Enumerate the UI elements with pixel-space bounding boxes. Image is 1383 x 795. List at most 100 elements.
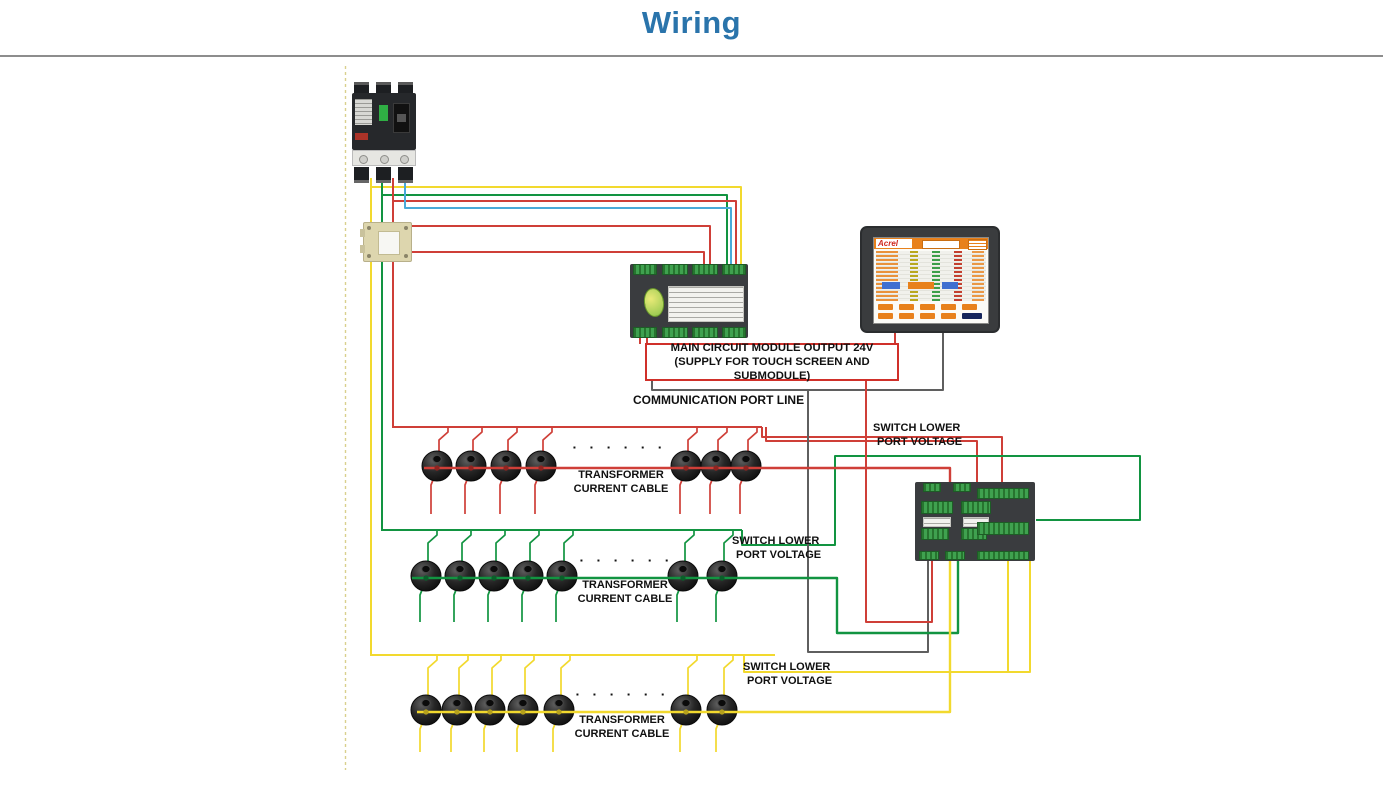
switch-lower-port-voltage-label-1: SWITCH LOWER PORT VOLTAGE bbox=[873, 422, 963, 448]
ct-drop-wire bbox=[507, 427, 518, 453]
wire-phase-b-green bbox=[381, 178, 728, 266]
submodule bbox=[915, 482, 1035, 561]
breaker-body bbox=[352, 93, 416, 150]
ct-drop-wire bbox=[684, 530, 695, 563]
wire-comm-module-to-screen bbox=[651, 333, 944, 391]
terminal-block bbox=[945, 551, 965, 560]
ct-drop-wire bbox=[723, 655, 734, 697]
ct-drop-wire bbox=[687, 427, 698, 453]
screen-header-bar: Acrel bbox=[874, 238, 988, 250]
breaker-terminal bbox=[376, 167, 391, 183]
breaker-terminal bbox=[354, 167, 369, 183]
continuation-dots: ▪ ▪ ▪ ▪ ▪ ▪ bbox=[580, 556, 675, 565]
breaker-rating-label bbox=[355, 133, 368, 140]
ct-drop-wire bbox=[472, 427, 483, 453]
wire-junction bbox=[743, 465, 749, 471]
ct-drop-wire bbox=[747, 427, 758, 453]
breaker-terminal bbox=[398, 167, 413, 183]
terminal-block bbox=[977, 522, 1029, 535]
wire-junction bbox=[683, 465, 689, 471]
circuit-breaker bbox=[352, 82, 416, 183]
ct-drop-wire bbox=[717, 427, 728, 453]
wire-junction bbox=[559, 575, 565, 581]
screen-buttons bbox=[878, 313, 986, 319]
wire-red-sense-row1-b bbox=[765, 427, 978, 482]
wire-junction bbox=[491, 575, 497, 581]
ct-drop-wire bbox=[529, 530, 540, 563]
terminal-block bbox=[633, 327, 657, 338]
screen-highlight-row bbox=[876, 282, 986, 289]
ct-ring-hole bbox=[536, 454, 546, 464]
wire-junction bbox=[520, 709, 526, 715]
ct-ring-hole bbox=[466, 454, 476, 464]
submodule-label bbox=[923, 517, 951, 527]
ct-ring-hole bbox=[554, 698, 564, 708]
ct-through-line-red bbox=[424, 466, 952, 482]
wire-junction bbox=[487, 709, 493, 715]
ct-drop-wire bbox=[723, 530, 734, 563]
breaker-nameplate bbox=[355, 99, 372, 125]
ct-through-line-green bbox=[412, 561, 960, 635]
transformer-current-cable-label-1: TRANSFORMER CURRENT CABLE bbox=[573, 469, 669, 495]
terminal-block bbox=[953, 483, 971, 492]
touch-screen: Acrel bbox=[860, 226, 1000, 333]
breaker-toggle bbox=[393, 103, 410, 133]
output-24v-line1: MAIN CIRCUIT MODULE OUTPUT 24V bbox=[670, 342, 874, 354]
wire-junction bbox=[423, 575, 429, 581]
ct-ring-hole bbox=[452, 698, 462, 708]
terminal-block bbox=[977, 551, 1029, 560]
transformer-current-cable-label-2: TRANSFORMER CURRENT CABLE bbox=[577, 579, 673, 605]
terminal-block bbox=[961, 501, 991, 514]
ct-ring-hole bbox=[455, 564, 465, 574]
ct-drop-wire bbox=[461, 530, 472, 563]
switch-lower-port-voltage-label-3: SWITCH LOWER PORT VOLTAGE bbox=[743, 661, 833, 687]
ct-ring-hole bbox=[501, 454, 511, 464]
ct-window bbox=[378, 231, 400, 255]
wire-junction bbox=[719, 709, 725, 715]
wire-supply-24v-to-submodule bbox=[865, 377, 933, 623]
wire-junction bbox=[538, 465, 544, 471]
main-circuit-module bbox=[630, 264, 748, 338]
ct-ring-hole bbox=[523, 564, 533, 574]
terminal-block bbox=[662, 264, 688, 275]
terminal-block bbox=[919, 551, 939, 560]
wire-junction bbox=[468, 465, 474, 471]
ct-ring-hole bbox=[489, 564, 499, 574]
wire-junction bbox=[719, 575, 725, 581]
wire-junction bbox=[454, 709, 460, 715]
ct-ring-hole bbox=[711, 454, 721, 464]
continuation-dots: ▪ ▪ ▪ ▪ ▪ ▪ bbox=[573, 443, 668, 452]
ct-drop-wire bbox=[560, 655, 571, 697]
terminal-block bbox=[923, 483, 941, 492]
continuation-dots: ▪ ▪ ▪ ▪ ▪ ▪ bbox=[576, 690, 671, 699]
ct-ring-hole bbox=[681, 698, 691, 708]
wire-phase-a-yellow bbox=[370, 178, 742, 266]
ct-drop-wire bbox=[491, 655, 502, 697]
ct-drop-wire bbox=[458, 655, 469, 697]
wire-junction bbox=[556, 709, 562, 715]
transformer-current-cable-label-3: TRANSFORMER CURRENT CABLE bbox=[574, 714, 670, 740]
wire-green-sense-row2 bbox=[741, 455, 1141, 546]
terminal-block bbox=[662, 327, 688, 338]
breaker-adjustment-panel bbox=[352, 150, 416, 166]
terminal-block bbox=[921, 528, 949, 540]
ct-ring-hole bbox=[741, 454, 751, 464]
ct-drop-wire bbox=[563, 530, 574, 563]
screen-title-field bbox=[922, 240, 960, 249]
ct-drop-wire bbox=[542, 427, 553, 453]
ct-ring-hole bbox=[432, 454, 442, 464]
ct-drop-wire bbox=[524, 655, 535, 697]
screen-status-box bbox=[968, 239, 987, 250]
terminal-block bbox=[722, 264, 746, 275]
module-nameplate bbox=[668, 286, 744, 322]
screen-buttons bbox=[878, 304, 986, 310]
wire-junction bbox=[680, 575, 686, 581]
header-divider bbox=[0, 55, 1383, 57]
ct-ring-hole bbox=[485, 698, 495, 708]
ct-drop-wire bbox=[427, 530, 438, 563]
ct-ring-hole bbox=[421, 564, 431, 574]
acrel-logo: Acrel bbox=[876, 239, 912, 248]
terminal-block bbox=[921, 501, 953, 514]
wire-junction bbox=[434, 465, 440, 471]
